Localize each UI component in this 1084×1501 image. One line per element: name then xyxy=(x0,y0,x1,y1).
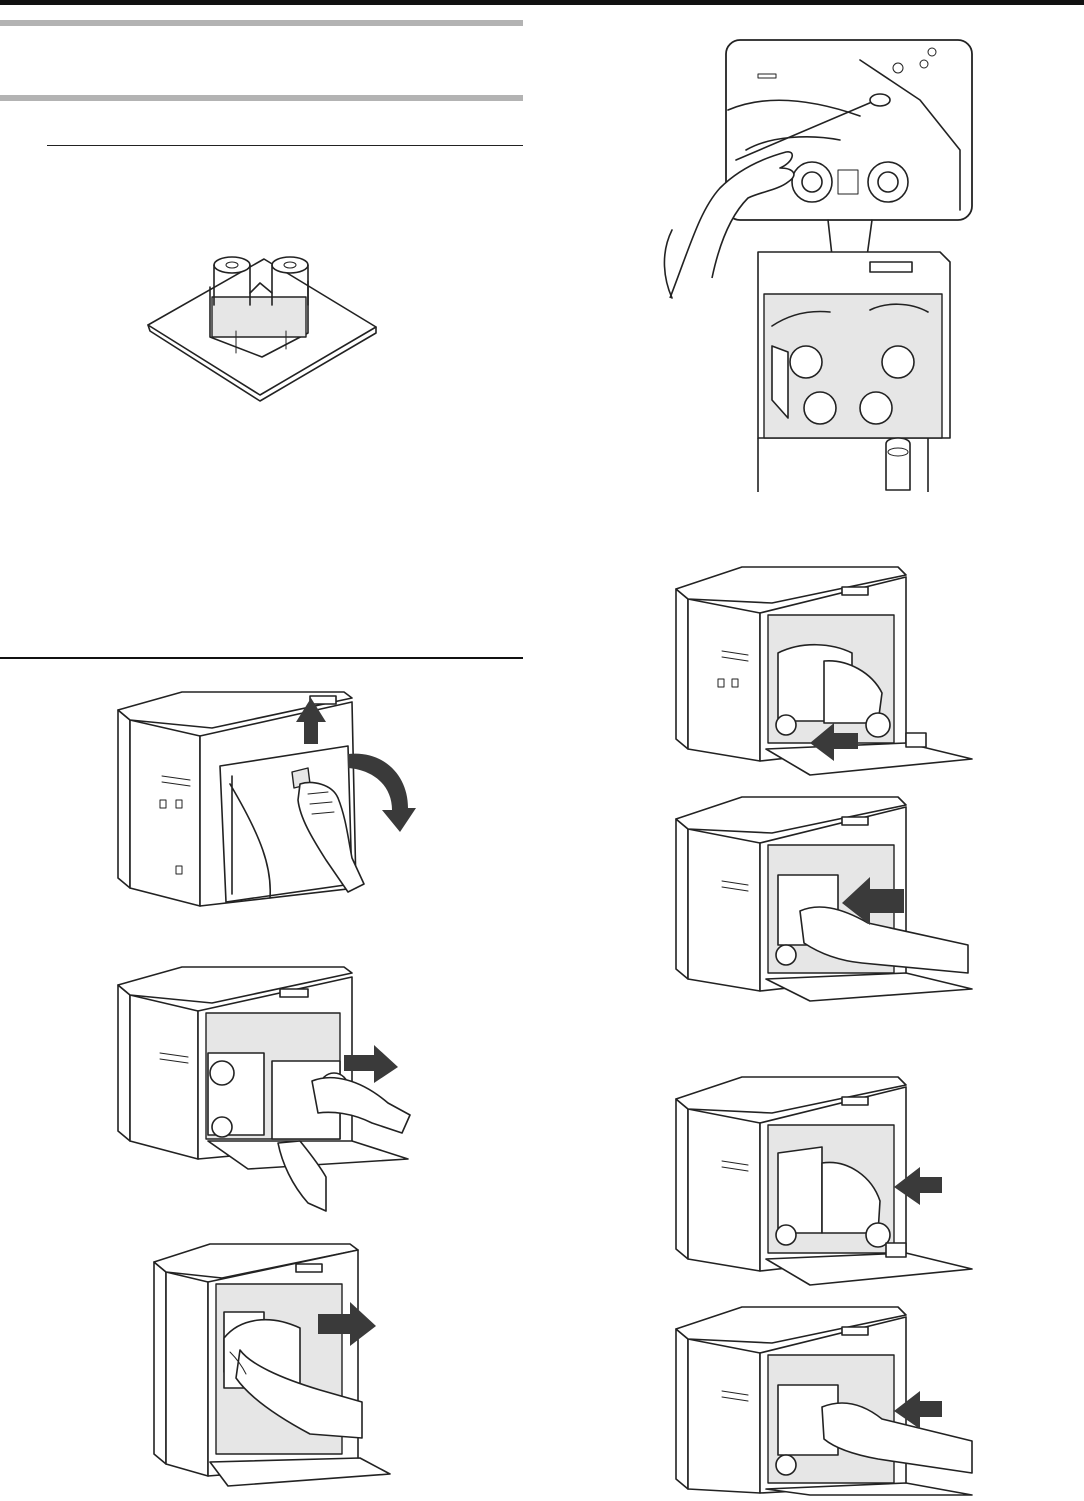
printer-pull-cassette-icon xyxy=(150,1238,390,1486)
printer-remove-cassette-icon xyxy=(112,963,412,1211)
printer-push-icon xyxy=(672,793,972,1003)
printer-open-cover-icon xyxy=(112,688,412,910)
printer-insert-icon xyxy=(672,563,972,781)
ribbon-cassette-icon xyxy=(140,245,380,405)
printer-insert-icon xyxy=(672,1073,972,1291)
subsection-rule xyxy=(47,145,523,146)
section-header-rule-top xyxy=(0,20,523,26)
procedure-divider xyxy=(0,657,523,659)
page-top-border xyxy=(0,0,1084,5)
printer-push-icon xyxy=(672,1303,972,1495)
section-header-rule-bottom xyxy=(0,95,523,101)
cleaning-swab-icon xyxy=(660,40,980,495)
